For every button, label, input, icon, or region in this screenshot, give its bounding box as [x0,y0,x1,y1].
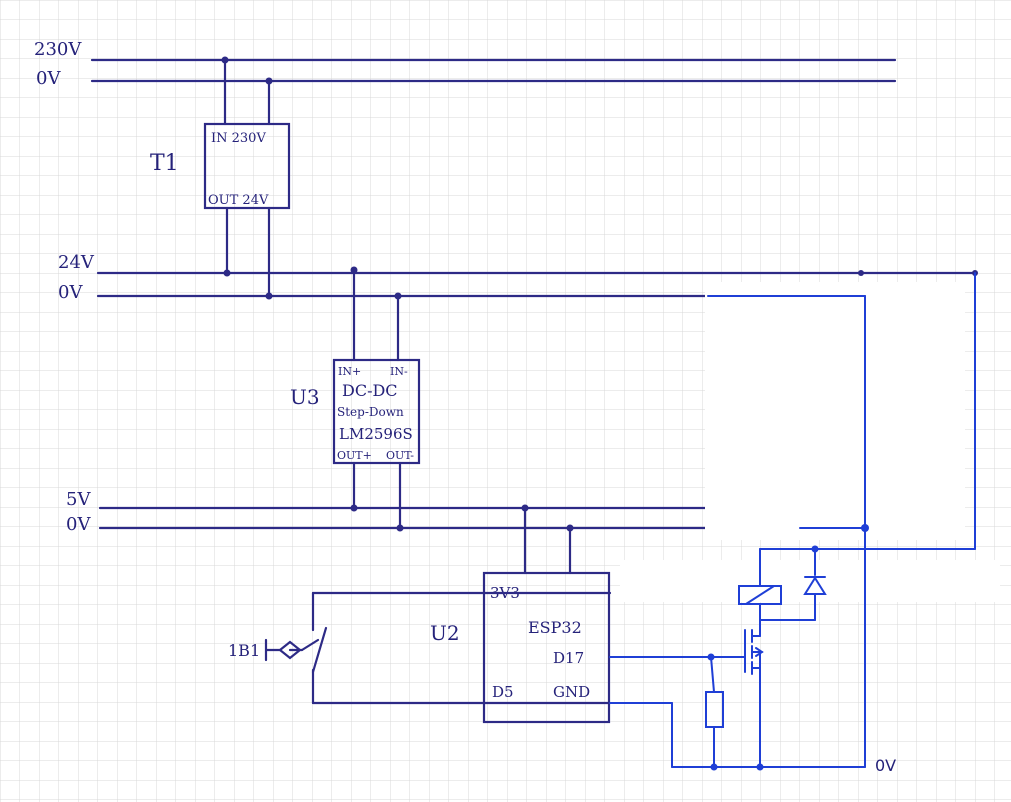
converter-line2: Step-Down [337,405,404,419]
pushbutton-1b1: 1B1 [228,591,486,705]
converter-pin-in-minus: IN- [390,365,408,378]
junction-dot [396,524,404,532]
whiteout-area [705,282,965,540]
rail-24v-label: 24V [58,252,95,273]
rail-230v-label: 230V [34,39,82,60]
dc5-rails: 5V 0V [66,489,802,535]
esp32-pin-d5: D5 [492,683,514,701]
junction-dot [756,763,764,771]
wire [710,656,715,693]
transformer-box [203,122,291,210]
rail-0v-5-label: 0V [66,514,91,535]
junction-dot [223,269,231,277]
pushbutton-actuator-icon [278,640,304,660]
rail-5v-label: 5V [66,489,91,510]
transformer-in-label: IN 230V [211,131,266,146]
relay-coil-icon [745,585,775,605]
pushbutton-head-icon [264,638,282,662]
converter-ref-label: U3 [290,385,320,409]
dc24-rails: 24V 0V [58,252,978,303]
junction-dot [858,270,864,276]
transformer-t1: IN 230V OUT 24V T1 [150,58,291,298]
pushbutton-ref-label: 1B1 [228,641,260,660]
esp32-u2: 3V3 ESP32 D17 D5 GND U2 [430,506,612,724]
rail-0v-mains-label: 0V [36,68,61,89]
esp32-box [482,571,611,724]
transformer-out-label: OUT 24V [208,193,269,208]
junction-dot [861,524,869,532]
converter-u3: IN+ IN- DC-DC Step-Down LM2596S OUT+ OUT… [290,268,421,530]
junction-dot [350,504,358,512]
junction-dot [710,763,718,771]
esp32-ref-label: U2 [430,621,460,645]
junction-dot [265,292,273,300]
transformer-ref-label: T1 [150,151,179,176]
esp32-pin-d17: D17 [553,649,584,667]
esp32-name: ESP32 [528,618,582,637]
ground-0v-label: 0V [875,756,896,775]
relay-driver-circuit: 0V [609,272,1000,775]
switch-contact [311,626,328,674]
converter-pin-out-plus: OUT+ [337,449,372,462]
esp32-pin-gnd: GND [553,683,590,701]
converter-line1: DC-DC [342,381,398,400]
switch-actuator-link [300,638,320,652]
rail-0v-24-label: 0V [58,282,83,303]
converter-line3: LM2596S [339,425,413,443]
converter-pin-in-plus: IN+ [338,365,361,378]
whiteout-area [620,560,1000,602]
converter-pin-out-minus: OUT- [386,449,414,462]
converter-box [332,358,421,465]
mosfet-arrow-icon [755,647,764,657]
